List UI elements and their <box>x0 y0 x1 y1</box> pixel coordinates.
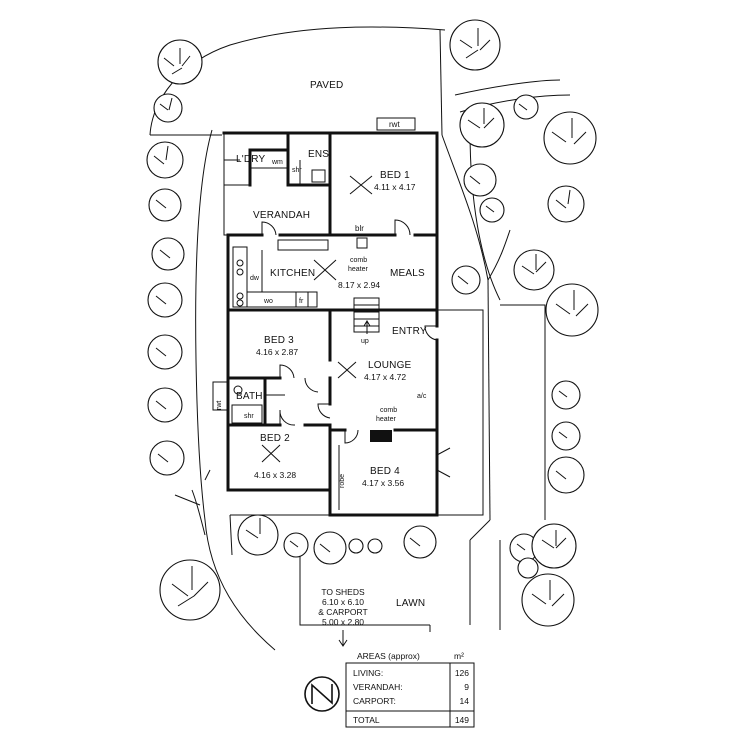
blr-label: blr <box>355 224 364 233</box>
tree <box>451 265 481 295</box>
bed1-dims: 4.11 x 4.17 <box>374 182 416 192</box>
shr-ens-label: shr <box>292 167 302 174</box>
tree <box>551 380 581 410</box>
tree <box>531 523 577 569</box>
tree <box>151 237 185 271</box>
trees <box>146 19 599 627</box>
wo-label: wo <box>263 298 273 305</box>
tree <box>517 557 539 579</box>
rwt-left-label: rwt <box>216 401 223 410</box>
areas-title: AREAS (approx) <box>357 651 420 661</box>
tree <box>147 334 183 370</box>
tree <box>521 573 575 627</box>
areas-total-label: TOTAL <box>353 715 380 725</box>
sheds-note-line-3: & CARPORT <box>318 607 367 617</box>
wm-label: wm <box>271 159 283 166</box>
shr-bath-label: shr <box>244 413 254 420</box>
kitchen-label: KITCHEN <box>270 268 315 279</box>
rwt-top-label: rwt <box>389 120 400 129</box>
dw-label: dw <box>250 275 260 282</box>
comb-heater-lounge-1: comb <box>380 407 397 414</box>
bath-label: BATH <box>236 391 263 402</box>
tree <box>313 531 347 565</box>
bed2-label: BED 2 <box>260 433 290 444</box>
ens-label: ENS <box>308 149 329 160</box>
tree <box>283 532 309 558</box>
lounge-label: LOUNGE <box>368 360 412 371</box>
bed1-label: BED 1 <box>380 170 410 181</box>
bed3-dims: 4.16 x 2.87 <box>256 347 298 357</box>
ldry-label: L'DRY <box>236 154 266 165</box>
tree <box>157 39 203 85</box>
house-walls <box>212 117 484 517</box>
areas-total-value: 149 <box>455 715 469 725</box>
site-boundary-lines <box>149 26 571 651</box>
sheds-note-line-1: TO SHEDS <box>321 587 365 597</box>
tree <box>348 538 364 554</box>
bed2-dims: 4.16 x 3.28 <box>254 470 296 480</box>
comb-heater-kitchen-1: comb <box>350 257 367 264</box>
tree <box>367 538 383 554</box>
areas-unit: m² <box>454 651 464 661</box>
lounge-dims: 4.17 x 4.72 <box>364 372 406 382</box>
sheds-arrow <box>338 630 348 647</box>
tree <box>545 283 599 337</box>
tree <box>449 19 501 71</box>
tree <box>479 197 505 223</box>
tree <box>513 94 539 120</box>
robe-label: robe <box>339 474 346 488</box>
tree <box>547 456 585 494</box>
up-label: up <box>361 338 369 345</box>
comb-heater-kitchen-2: heater <box>348 266 369 273</box>
tree <box>146 141 184 179</box>
paved-label: PAVED <box>310 80 343 91</box>
sheds-note-line-4: 5.00 x 2.80 <box>322 617 364 627</box>
lawn-label: LAWN <box>396 598 425 609</box>
meals-label: MEALS <box>390 268 425 279</box>
sheds-note-line-2: 6.10 x 6.10 <box>322 597 364 607</box>
area-row-value: 126 <box>455 668 469 678</box>
verandah-label: VERANDAH <box>253 210 310 221</box>
tree <box>153 93 183 123</box>
area-row-label: LIVING: <box>353 668 383 678</box>
tree <box>547 185 585 223</box>
tree <box>543 111 597 165</box>
ceiling-light-markers <box>261 175 373 463</box>
tree <box>551 421 581 451</box>
bed4-label: BED 4 <box>370 466 400 477</box>
entry-label: ENTRY <box>392 326 427 337</box>
tree <box>148 188 182 222</box>
tree <box>463 163 497 197</box>
tree <box>147 282 183 318</box>
sheds-note: TO SHEDS 6.10 x 6.10 & CARPORT 5.00 x 2.… <box>318 587 368 647</box>
fr-label: fr <box>299 298 304 305</box>
area-row-label: CARPORT: <box>353 696 396 706</box>
comb-heater-lounge-2: heater <box>376 416 397 423</box>
tree <box>159 559 221 621</box>
tree <box>459 102 505 148</box>
bed3-label: BED 3 <box>264 335 294 346</box>
meals-dims: 8.17 x 2.94 <box>338 280 380 290</box>
area-row-label: VERANDAH: <box>353 682 403 692</box>
tree <box>403 525 437 559</box>
tree <box>513 249 555 291</box>
tree <box>147 387 183 423</box>
tree <box>237 514 279 556</box>
tree <box>149 440 185 476</box>
area-row-value: 9 <box>464 682 469 692</box>
ac-label: a/c <box>417 393 427 400</box>
area-row-value: 14 <box>460 696 470 706</box>
north-arrow: N <box>304 676 340 712</box>
bed4-dims: 4.17 x 3.56 <box>362 478 404 488</box>
